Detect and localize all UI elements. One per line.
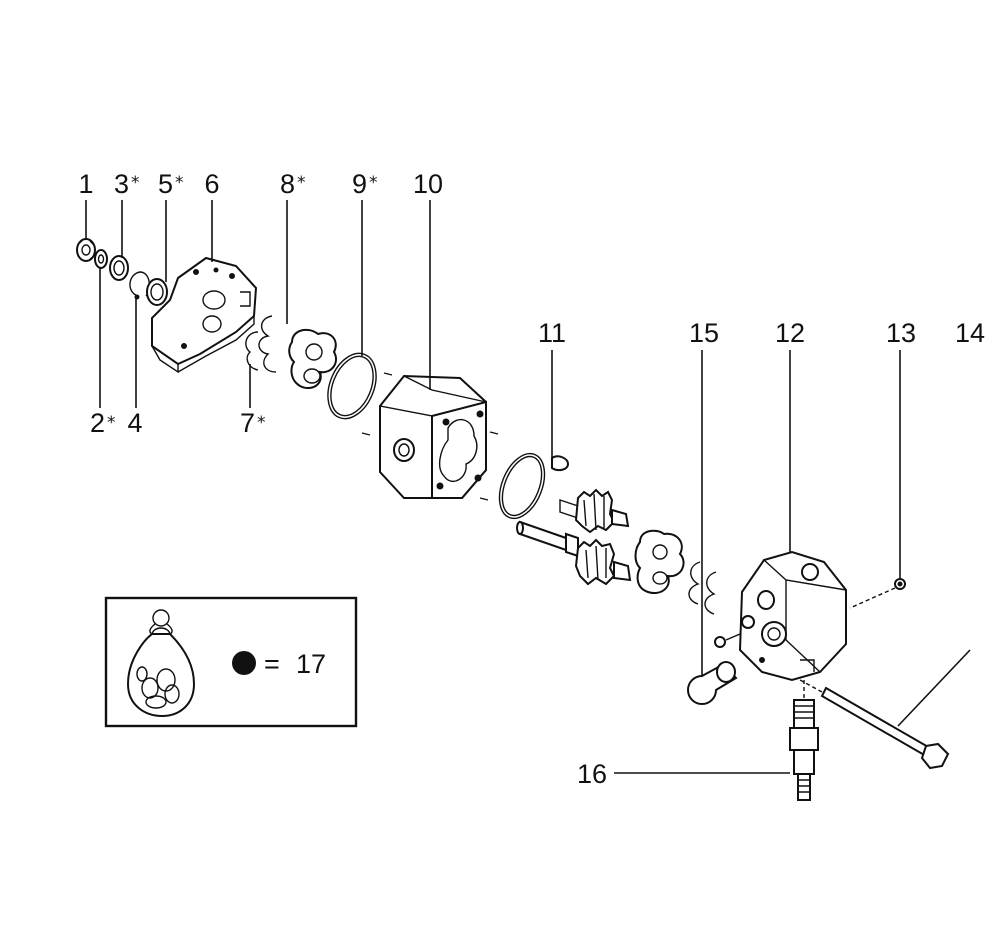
callout-11: 11 xyxy=(538,318,566,348)
callout-14: 14 xyxy=(955,318,985,348)
part-6-front-cover xyxy=(151,256,258,374)
callout-7: 7 xyxy=(240,408,255,438)
part-10-pump-body xyxy=(379,374,487,499)
part-7-seal xyxy=(245,331,259,371)
callout-labels: 1 3 * 5 * 6 8 * 9 * 10 2 * 4 7 * 11 15 1… xyxy=(78,169,985,789)
rear-bushing-block xyxy=(634,529,685,594)
small-screw xyxy=(714,633,741,648)
kit-dot-icon xyxy=(232,651,256,675)
callout-2-star: * xyxy=(107,413,116,433)
rear-o-ring xyxy=(498,452,546,520)
callout-5-star: * xyxy=(175,173,184,193)
part-2-washer xyxy=(94,249,108,269)
callout-9: 9 xyxy=(352,169,367,199)
part-16-valve xyxy=(789,680,819,801)
part-11-key xyxy=(551,455,570,472)
dowel-pins xyxy=(361,372,499,501)
part-8-seal xyxy=(258,315,277,373)
callout-3-star: * xyxy=(131,173,140,193)
parts-bag-icon xyxy=(126,609,196,718)
callout-13: 13 xyxy=(886,318,916,348)
callout-8: 8 xyxy=(280,169,295,199)
callout-9-star: * xyxy=(369,173,378,193)
front-bushing-block xyxy=(288,328,338,390)
callout-6: 6 xyxy=(204,169,219,199)
part-15-plug xyxy=(687,661,738,705)
part-1-nut xyxy=(76,238,96,262)
callout-3: 3 xyxy=(114,169,129,199)
part-13-plug xyxy=(849,578,906,609)
part-9-o-ring xyxy=(327,352,377,420)
rear-seals xyxy=(688,561,717,615)
callout-10: 10 xyxy=(413,169,443,199)
callout-2: 2 xyxy=(90,408,105,438)
legend-equals: = xyxy=(264,649,280,679)
callout-4: 4 xyxy=(127,408,142,438)
callout-1: 1 xyxy=(78,169,93,199)
part-14-bolt xyxy=(799,679,950,770)
callout-16: 16 xyxy=(577,759,607,789)
callout-12: 12 xyxy=(775,318,805,348)
part-5-seal xyxy=(146,278,168,306)
part-12-rear-cover xyxy=(738,550,847,682)
drive-shaft-lower xyxy=(516,520,632,586)
part-3-seal xyxy=(109,255,129,281)
callout-7-star: * xyxy=(257,413,266,433)
callout-5: 5 xyxy=(158,169,173,199)
callout-15: 15 xyxy=(689,318,719,348)
leader-lines xyxy=(85,200,971,774)
kit-legend-box: = 17 xyxy=(104,596,358,728)
legend-kit-number: 17 xyxy=(296,649,326,679)
drive-gear-upper xyxy=(559,488,630,534)
callout-8-star: * xyxy=(297,173,306,193)
